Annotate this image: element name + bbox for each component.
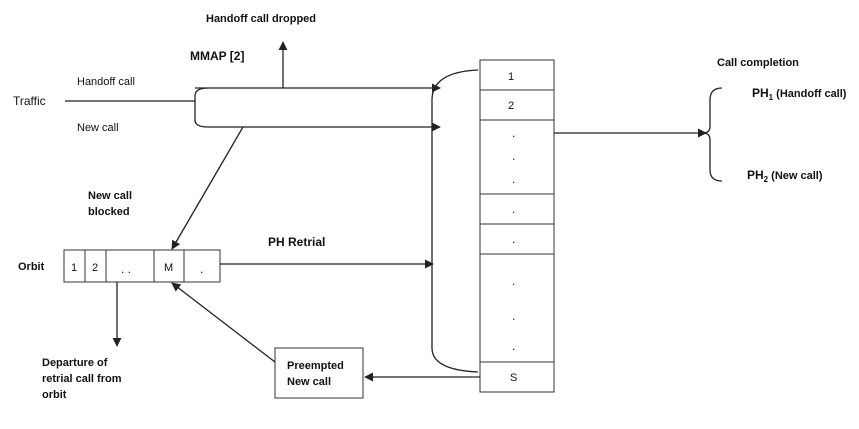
server-dots-block-2 [479, 253, 555, 363]
new-call-blocked-label: blocked [88, 206, 130, 218]
server-2 [479, 89, 555, 121]
server-dot: . [512, 339, 515, 353]
preempted-label: New call [287, 376, 331, 388]
server-dot: . [512, 149, 515, 163]
ph2-label: PH2 (New call) [747, 168, 823, 184]
orbit-cell-label: 1 [71, 262, 77, 274]
new-call-blocked-label: New call [88, 190, 132, 202]
ph2-main: PH [747, 168, 764, 182]
server-dots-block-1 [479, 119, 555, 195]
ph1-rest: (Handoff call) [773, 88, 847, 100]
server-2-label: 2 [508, 100, 514, 112]
orbit-cell [105, 249, 155, 283]
orbit-label: Orbit [18, 261, 45, 273]
departure-label: retrial call from [42, 373, 122, 385]
new-call-label: New call [77, 122, 119, 134]
preempted-box [274, 347, 364, 399]
server-dot: . [512, 232, 515, 246]
orbit-cell-label: 2 [92, 262, 98, 274]
ph-retrial-label: PH Retrial [268, 235, 325, 249]
server-s [479, 361, 555, 393]
preempted-label: Preempted [287, 360, 344, 372]
traffic-split-brace [194, 87, 209, 128]
completion-brace [702, 87, 723, 182]
departure-label: orbit [42, 389, 67, 401]
server-1 [479, 59, 555, 91]
orbit-cell-label: . . [121, 262, 131, 276]
mmap-label: MMAP [2] [190, 49, 244, 63]
new-call-blocked-arrow [171, 126, 244, 250]
server-s-label: S [510, 372, 517, 384]
server-dot: . [512, 309, 515, 323]
orbit-cell-label: . [200, 262, 203, 276]
ph1-label: PH1 (Handoff call) [752, 86, 847, 102]
handoff-dropped-label: Handoff call dropped [206, 13, 316, 25]
handoff-call-label: Handoff call [77, 76, 135, 88]
ph2-sub: 2 [764, 175, 769, 184]
server-dot: . [512, 126, 515, 140]
server-brace [431, 69, 479, 373]
departure-label: Departure of [42, 357, 108, 369]
server-dot-1 [479, 193, 555, 225]
server-dot-2 [479, 223, 555, 255]
server-1-label: 1 [508, 71, 514, 83]
traffic-label: Traffic [13, 94, 46, 108]
orbit-cell [183, 249, 221, 283]
call-completion-label: Call completion [717, 57, 799, 69]
server-dot: . [512, 172, 515, 186]
server-dot: . [512, 274, 515, 288]
ph2-rest: (New call) [768, 170, 823, 182]
orbit-cell-label: M [164, 262, 173, 274]
preempted-return-arrow [171, 282, 276, 363]
ph1-main: PH [752, 86, 769, 100]
server-dot: . [512, 202, 515, 216]
ph1-sub: 1 [769, 93, 774, 102]
